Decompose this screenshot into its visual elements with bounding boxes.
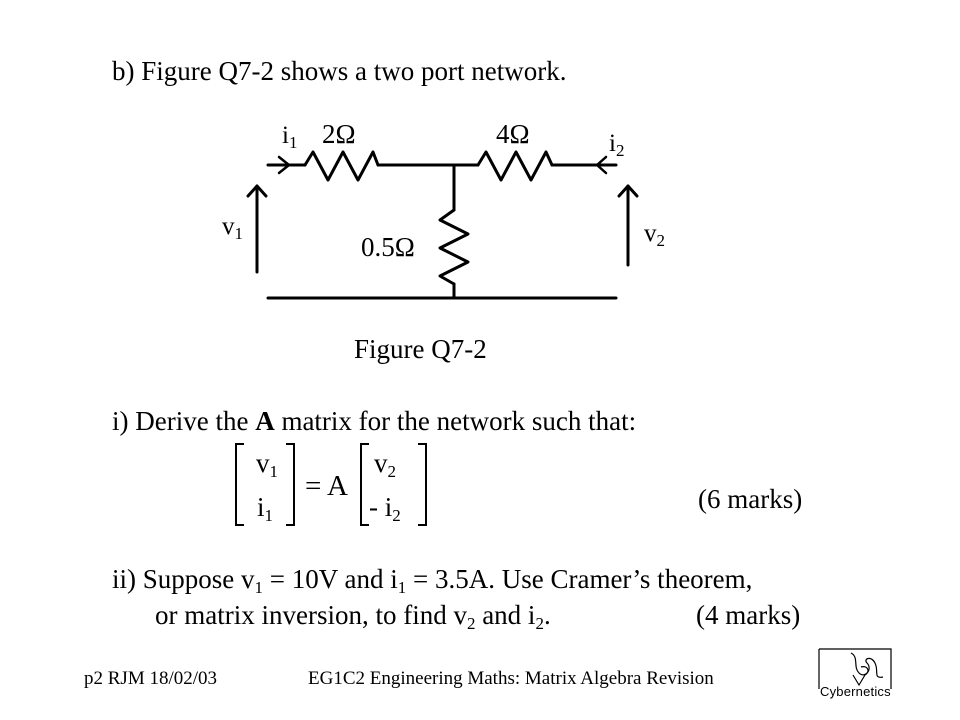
part-ii-line2: or matrix inversion, to find v2 and i2. xyxy=(155,600,551,633)
lhs-right-bracket xyxy=(286,443,295,526)
rhs-left-bracket xyxy=(360,443,369,526)
v1-arrow-head xyxy=(246,184,268,198)
part-i-marks: (6 marks) xyxy=(698,484,803,514)
figure-caption: Figure Q7-2 xyxy=(354,334,487,364)
i2-arrow-icon xyxy=(595,155,608,175)
r-right-label: 4Ω xyxy=(496,119,530,149)
part-ii-line1: ii) Suppose v1 = 10V and i1 = 3.5A. Use … xyxy=(112,564,753,597)
rhs-v2: v2 xyxy=(374,448,396,481)
footer-course-title: EG1C2 Engineering Maths: Matrix Algebra … xyxy=(308,668,714,689)
cybernetics-logo: Cybernetics xyxy=(813,645,895,707)
logo-text: Cybernetics xyxy=(820,684,891,699)
i2-label: i2 xyxy=(609,130,625,160)
resistor-4-ohm xyxy=(476,150,554,182)
r-shunt-label: 0.5Ω xyxy=(361,232,415,262)
rhs-minus-i2: - i2 xyxy=(369,492,401,525)
lhs-left-bracket xyxy=(235,443,244,526)
resistor-0-5-ohm xyxy=(438,208,470,286)
i1-label: i1 xyxy=(282,122,298,152)
equals-a: = A xyxy=(305,470,348,502)
lhs-i1: i1 xyxy=(257,492,274,525)
v2-arrow-head xyxy=(617,184,639,198)
v1-label: v1 xyxy=(222,213,243,243)
resistor-2-ohm xyxy=(303,150,380,182)
r-left-label: 2Ω xyxy=(322,119,356,149)
part-ii-marks: (4 marks) xyxy=(696,600,801,630)
i1-arrow-icon xyxy=(277,155,291,175)
question-heading: b) Figure Q7-2 shows a two port network. xyxy=(112,56,567,86)
rhs-right-bracket xyxy=(418,443,427,526)
lhs-v1: v1 xyxy=(256,448,278,481)
footer-page-info: p2 RJM 18/02/03 xyxy=(84,668,218,689)
v2-label: v2 xyxy=(644,220,665,250)
part-i-instruction: i) Derive the A matrix for the network s… xyxy=(112,406,637,436)
